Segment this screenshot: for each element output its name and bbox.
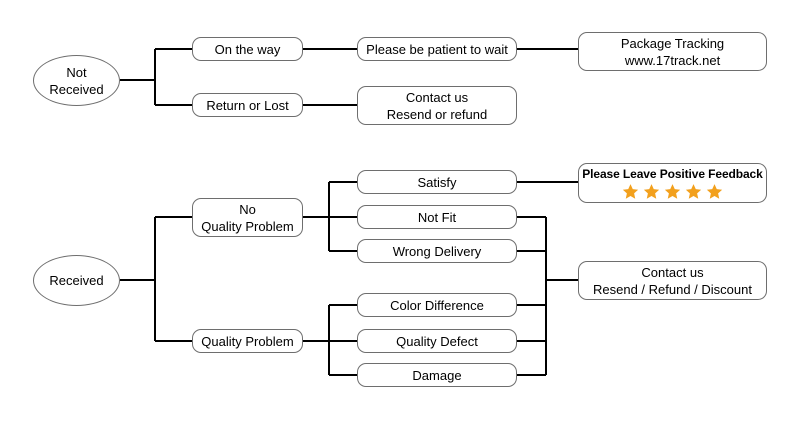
node-contact-resend-line1: Contact us: [405, 89, 469, 105]
node-not-received-line1: Not: [66, 64, 87, 80]
node-return-or-lost[interactable]: Return or Lost: [192, 93, 303, 117]
feedback-title: Please Leave Positive Feedback: [582, 167, 763, 181]
node-package-tracking-line1: Package Tracking: [620, 35, 725, 51]
contact-outcome-line1: Contact us: [641, 264, 704, 280]
node-not-received-line2: Received: [49, 81, 104, 97]
node-color-difference[interactable]: Color Difference: [357, 293, 517, 317]
node-wrong-delivery-label: Wrong Delivery: [392, 243, 482, 259]
node-damage-label: Damage: [412, 367, 462, 383]
node-quality-defect-label: Quality Defect: [396, 333, 478, 349]
star-icon[interactable]: [643, 183, 660, 200]
star-icon[interactable]: [664, 183, 681, 200]
node-quality-problem-label: Quality Problem: [201, 333, 294, 349]
node-no-quality-problem[interactable]: No Quality Problem: [192, 198, 303, 237]
node-not-fit-label: Not Fit: [417, 209, 457, 225]
star-rating[interactable]: [622, 183, 723, 200]
node-received-label: Received: [49, 273, 104, 288]
node-on-the-way[interactable]: On the way: [192, 37, 303, 61]
node-package-tracking-line2: www.17track.net: [624, 52, 721, 68]
node-no-quality-problem-line2: Quality Problem: [201, 218, 294, 234]
node-contact-resend-refund-discount[interactable]: Contact us Resend / Refund / Discount: [578, 261, 767, 300]
node-not-fit[interactable]: Not Fit: [357, 205, 517, 229]
node-satisfy-label: Satisfy: [417, 174, 457, 190]
node-received[interactable]: Received: [33, 255, 120, 306]
star-icon[interactable]: [622, 183, 639, 200]
node-wrong-delivery[interactable]: Wrong Delivery: [357, 239, 517, 263]
node-contact-resend-line2: Resend or refund: [386, 106, 488, 122]
contact-outcome-line2: Resend / Refund / Discount: [593, 281, 752, 297]
star-icon[interactable]: [685, 183, 702, 200]
node-quality-defect[interactable]: Quality Defect: [357, 329, 517, 353]
node-leave-positive-feedback[interactable]: Please Leave Positive Feedback: [578, 163, 767, 203]
node-package-tracking[interactable]: Package Tracking www.17track.net: [578, 32, 767, 71]
node-quality-problem[interactable]: Quality Problem: [192, 329, 303, 353]
node-on-the-way-label: On the way: [214, 41, 281, 57]
node-satisfy[interactable]: Satisfy: [357, 170, 517, 194]
node-contact-resend-or-refund[interactable]: Contact us Resend or refund: [357, 86, 517, 125]
node-return-or-lost-label: Return or Lost: [206, 97, 289, 113]
node-no-quality-problem-line1: No: [239, 201, 256, 217]
star-icon[interactable]: [706, 183, 723, 200]
node-please-be-patient-label: Please be patient to wait: [366, 41, 508, 57]
node-please-be-patient[interactable]: Please be patient to wait: [357, 37, 517, 61]
node-not-received[interactable]: Not Received: [33, 55, 120, 106]
node-color-difference-label: Color Difference: [390, 297, 484, 313]
node-damage[interactable]: Damage: [357, 363, 517, 387]
